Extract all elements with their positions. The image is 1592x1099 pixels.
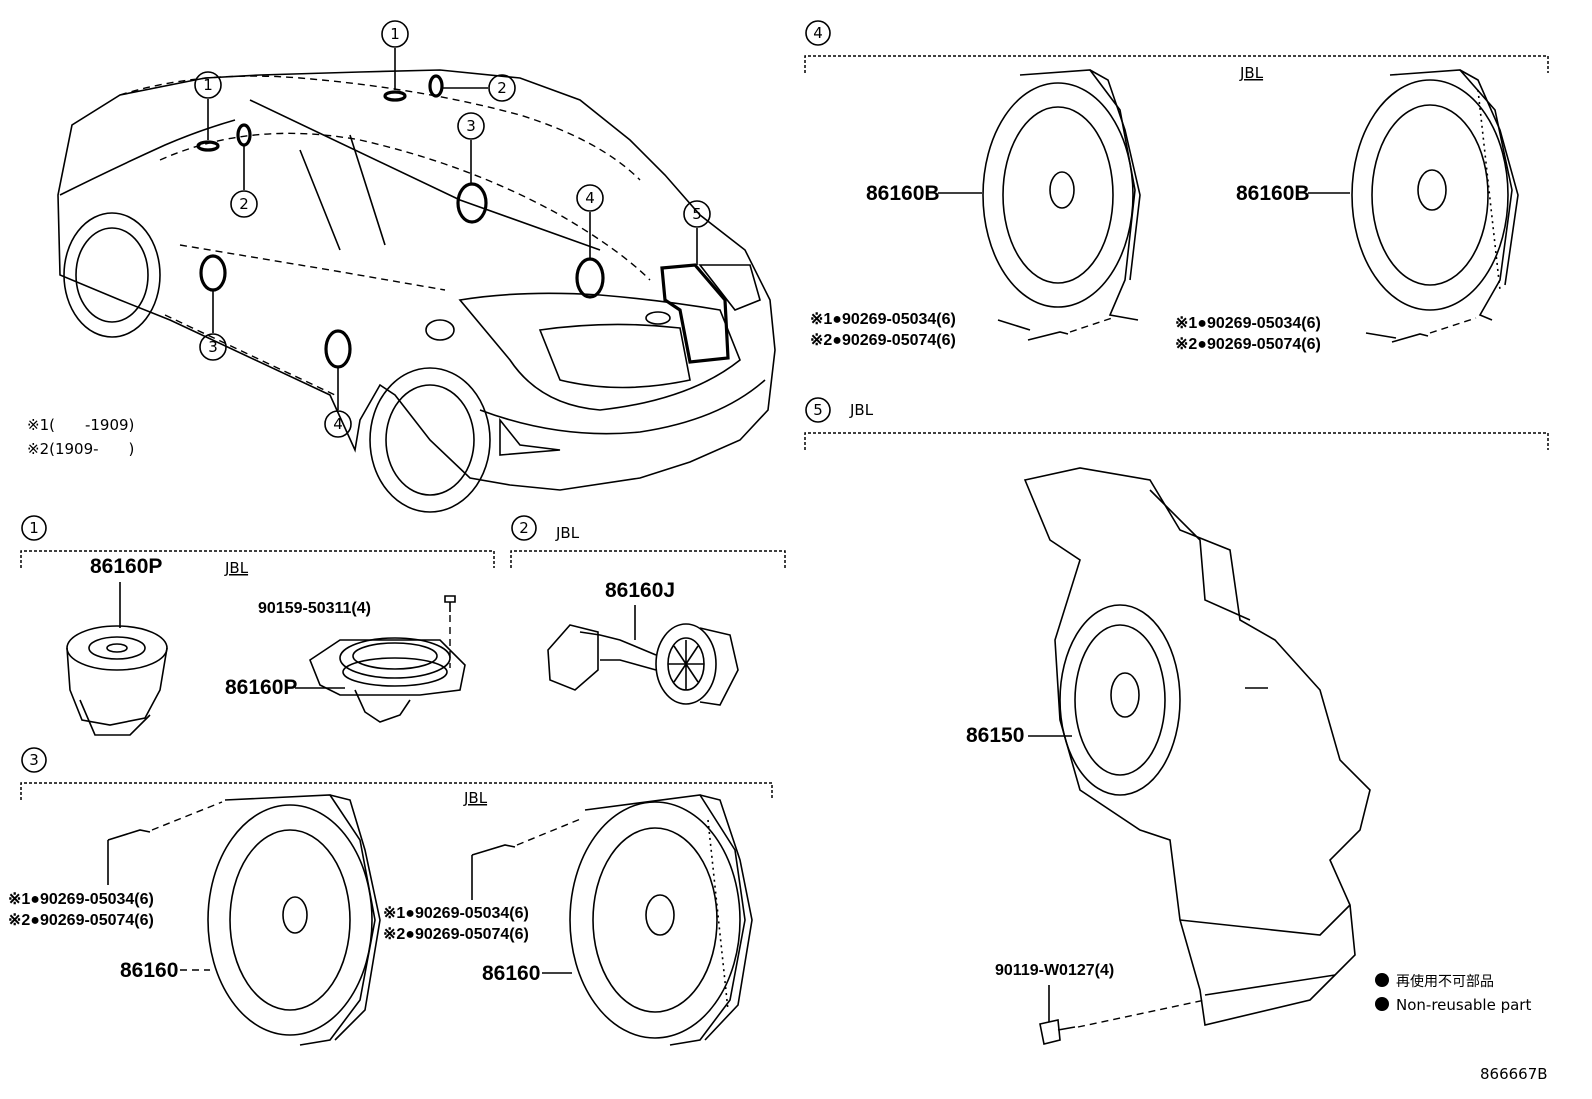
callout-2a: 2 <box>488 74 516 102</box>
callout-4a: 4 <box>576 184 604 212</box>
section-4-brand: JBL <box>1239 64 1264 82</box>
s3-left-bolt1: ※1●90269-05034(6) <box>8 891 154 908</box>
legend-line1: 再使用不可部品 <box>1396 973 1494 990</box>
callout-3b: 3 <box>199 333 227 361</box>
s5-part-90119: 90119-W0127(4) <box>995 962 1114 979</box>
section-2-number: 2 <box>519 519 529 537</box>
legend-line2: Non-reusable part <box>1396 996 1531 1014</box>
section-1: 1 JBL 86160P 90159-50311(4) 86160P <box>20 515 495 736</box>
s3-right-bolt2: ※2●90269-05074(6) <box>383 926 529 943</box>
svg-text:4: 4 <box>333 415 343 433</box>
section-4-number: 4 <box>813 24 823 42</box>
svg-text:1: 1 <box>390 25 400 43</box>
legend-bullet-icon <box>1375 973 1389 987</box>
section-4: 4 JBL 86160B ※1●90269-05034(6) ※2●90269-… <box>804 20 1549 353</box>
vehicle-overview: 1 1 2 2 3 3 4 4 5 ※1( -1909) ※2(1909- ) <box>27 20 776 513</box>
svg-text:5: 5 <box>692 205 702 223</box>
s4-right-bolt1: ※1●90269-05034(6) <box>1175 315 1321 332</box>
section-1-brand: JBL <box>224 559 249 577</box>
section-5-number: 5 <box>813 401 823 419</box>
rear-speaker-right-drawing <box>1351 69 1519 321</box>
section-3-number: 3 <box>29 751 39 769</box>
s3-right-part: 86160 <box>482 962 540 985</box>
callout-1a: 1 <box>194 71 222 99</box>
tweeter-pod-drawing <box>547 623 739 706</box>
subwoofer-enclosure-drawing <box>1023 467 1371 1026</box>
svg-text:2: 2 <box>239 195 249 213</box>
door-speaker-left-drawing <box>207 794 381 1046</box>
section-3: 3 JBL ※1●90269-05034(6) ※2●90269-05074(6… <box>8 747 773 1046</box>
door-speaker-right-drawing <box>569 794 753 1046</box>
part-86160p-bottom: 86160P <box>225 676 297 699</box>
s3-left-bolt2: ※2●90269-05074(6) <box>8 912 154 929</box>
note-2: ※2(1909- ) <box>27 440 134 458</box>
part-90159-50311: 90159-50311(4) <box>258 600 371 617</box>
section-1-number: 1 <box>29 519 39 537</box>
section-2-brand: JBL <box>555 524 580 542</box>
legend: 再使用不可部品 Non-reusable part <box>1375 973 1531 1014</box>
s4-left-bolt1: ※1●90269-05034(6) <box>810 311 956 328</box>
callout-1b: 1 <box>381 20 409 48</box>
section-2: 2 JBL 86160J <box>510 515 786 706</box>
section-3-brand: JBL <box>463 789 488 807</box>
s5-part-86150: 86150 <box>966 724 1024 747</box>
s4-left-bolt2: ※2●90269-05074(6) <box>810 332 956 349</box>
part-86160j: 86160J <box>605 579 675 602</box>
s3-left-part: 86160 <box>120 959 178 982</box>
tweeter-right-drawing <box>309 637 466 723</box>
tweeter-left-drawing <box>66 625 168 736</box>
svg-text:2: 2 <box>497 79 507 97</box>
diagram-code: 866667B <box>1480 1065 1548 1083</box>
callout-4b: 4 <box>324 410 352 438</box>
svg-text:4: 4 <box>585 189 595 207</box>
rear-speaker-left-drawing <box>982 69 1141 321</box>
section-5-brand: JBL <box>849 401 874 419</box>
note-1: ※1( -1909) <box>27 416 134 434</box>
s3-right-bolt1: ※1●90269-05034(6) <box>383 905 529 922</box>
part-86160p-top: 86160P <box>90 555 162 578</box>
svg-text:3: 3 <box>208 338 218 356</box>
legend-bullet-icon <box>1375 997 1389 1011</box>
callout-3a: 3 <box>457 112 485 140</box>
svg-text:1: 1 <box>203 76 213 94</box>
svg-text:3: 3 <box>466 117 476 135</box>
callout-2b: 2 <box>230 190 258 218</box>
callout-5: 5 <box>683 200 711 228</box>
s4-right-part: 86160B <box>1236 182 1310 205</box>
s4-right-bolt2: ※2●90269-05074(6) <box>1175 336 1321 353</box>
section-5: 5 JBL 86150 90119-W0127(4) 再使用不可部品 Non-r… <box>804 397 1549 1045</box>
s4-left-part: 86160B <box>866 182 940 205</box>
